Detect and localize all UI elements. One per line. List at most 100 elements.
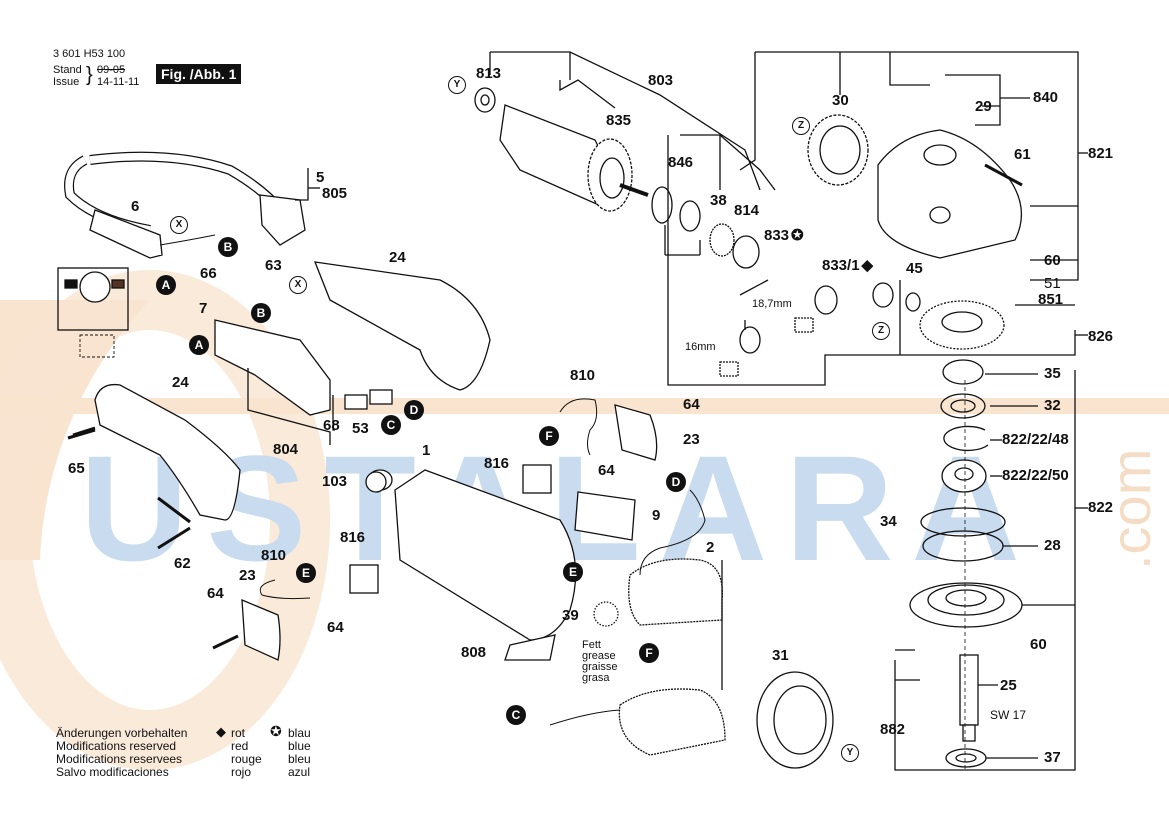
- part-label-64-b: 64: [598, 462, 615, 479]
- part-label-803: 803: [648, 72, 674, 89]
- connector-b-lower: B: [251, 303, 271, 323]
- part-label-32: 32: [1044, 397, 1061, 414]
- part-label-51: 51: [1044, 275, 1061, 292]
- blue-star-legend-icon: ✪: [270, 723, 282, 739]
- field-coil-lower: [618, 688, 726, 756]
- bearing-38: [709, 223, 735, 257]
- motor-housing-1: [394, 469, 577, 641]
- part-label-60-upper: 60: [1044, 252, 1061, 269]
- part-label-28: 28: [1044, 537, 1061, 554]
- bevel-gear-826: [919, 300, 1005, 350]
- part-label-39: 39: [562, 607, 579, 624]
- part-label-23-upper: 23: [683, 431, 700, 448]
- part-label-810-upper: 810: [570, 367, 596, 384]
- part-label-882: 882: [880, 721, 906, 738]
- issue-date: 14-11-11: [97, 76, 140, 88]
- bracket-846: [680, 134, 776, 191]
- switch-assembly: [214, 319, 331, 416]
- part-label-60-lower: 60: [1030, 636, 1047, 653]
- cord-guard-6: [89, 209, 163, 259]
- part-label-25: 25: [1000, 677, 1017, 694]
- part-label-62: 62: [174, 555, 191, 572]
- part-label-833-1: 833/1◆: [822, 258, 873, 274]
- bearing-822-22-50: [941, 459, 987, 493]
- part-label-9: 9: [652, 507, 661, 524]
- nut-35: [942, 359, 984, 385]
- legend-red-en: red: [231, 739, 249, 753]
- connector-a-lower: A: [189, 335, 209, 355]
- part-label-37: 37: [1044, 749, 1061, 766]
- part-label-61: 61: [1014, 146, 1031, 163]
- dimension-18-7mm: 18,7mm: [752, 298, 792, 310]
- grease-note-fr: graisse: [582, 661, 618, 673]
- wiring-schematic: [57, 267, 129, 331]
- bearing-833: [739, 326, 761, 354]
- ring-34: [920, 507, 1006, 537]
- bearing-flange: [909, 582, 1023, 628]
- cover-23-upper: [614, 404, 658, 461]
- plate-808: [504, 634, 556, 661]
- legend-blue-fr: bleu: [288, 752, 311, 766]
- spindle-shaft: [959, 654, 979, 726]
- red-diamond-legend-icon: ◆: [216, 724, 226, 739]
- part-label-840: 840: [1033, 89, 1059, 106]
- brush-holder-816-lower: [349, 564, 379, 594]
- washer-38a: [679, 200, 701, 232]
- part-label-826: 826: [1088, 328, 1114, 345]
- part-label-31: 31: [772, 647, 789, 664]
- part-label-68: 68: [323, 417, 340, 434]
- part-label-804: 804: [273, 441, 299, 458]
- bracket-840: [945, 74, 1001, 126]
- part-label-64-d: 64: [327, 619, 344, 636]
- part-label-53: 53: [352, 420, 369, 437]
- part-label-5: 5: [316, 169, 325, 186]
- screw-64-lower: [212, 634, 239, 650]
- part-label-814: 814: [734, 202, 760, 219]
- part-label-822-22-48: 822/22/48: [1002, 431, 1069, 448]
- legend-red: rot red rouge rojo: [231, 727, 262, 779]
- issue-label: Issue: [53, 76, 80, 88]
- end-shield-31: [756, 671, 834, 769]
- part-label-64-c: 64: [207, 585, 224, 602]
- legend-blue-en: blue: [288, 739, 311, 753]
- handle-half-24-upper: [313, 261, 491, 391]
- part-label-821: 821: [1088, 145, 1114, 162]
- circlip-822-22-48: [943, 425, 989, 452]
- field-coil-2: [628, 558, 723, 626]
- brush-holder-816: [522, 464, 552, 494]
- part-label-822-22-50: 822/22/50: [1002, 467, 1069, 484]
- grease-note-de: Fett: [582, 639, 601, 651]
- grease-note: Fett grease graisse grasa: [582, 640, 617, 684]
- grease-39: [593, 601, 619, 627]
- part-label-24-upper: 24: [389, 249, 406, 266]
- bearing-833-1: [814, 285, 838, 315]
- part-label-23-lower: 23: [239, 567, 256, 584]
- part-label-1: 1: [422, 442, 431, 459]
- figure-label: Fig. /Abb. 1: [156, 64, 242, 84]
- ring-28: [922, 530, 1004, 562]
- pinion-45: [872, 282, 894, 308]
- grease-note-es: grasa: [582, 672, 610, 684]
- screw-61: [984, 163, 1023, 187]
- notice-es: Salvo modificaciones: [56, 765, 169, 779]
- bearing-37: [945, 748, 987, 768]
- part-label-805: 805: [322, 185, 348, 202]
- connector-f-lower: F: [639, 643, 659, 663]
- ref-y-lower: Y: [841, 744, 859, 762]
- connector-a-upper: A: [156, 275, 176, 295]
- part-label-34: 34: [880, 513, 897, 530]
- legend-blue-es: azul: [288, 765, 311, 779]
- bearing-814: [732, 235, 760, 269]
- footer-notice: Änderungen vorbehalten Modifications res…: [56, 727, 187, 779]
- bracket-804: [247, 368, 331, 445]
- screw-62: [157, 526, 191, 550]
- ref-x-cord: X: [170, 216, 188, 234]
- watermark-suffix: .com: [1099, 449, 1162, 570]
- part-label-29: 29: [975, 98, 992, 115]
- legend-blue-de: blau: [288, 726, 311, 740]
- part-label-822: 822: [1088, 499, 1114, 516]
- notice-en: Modifications reserved: [56, 739, 177, 753]
- ref-z-lower: Z: [872, 322, 890, 340]
